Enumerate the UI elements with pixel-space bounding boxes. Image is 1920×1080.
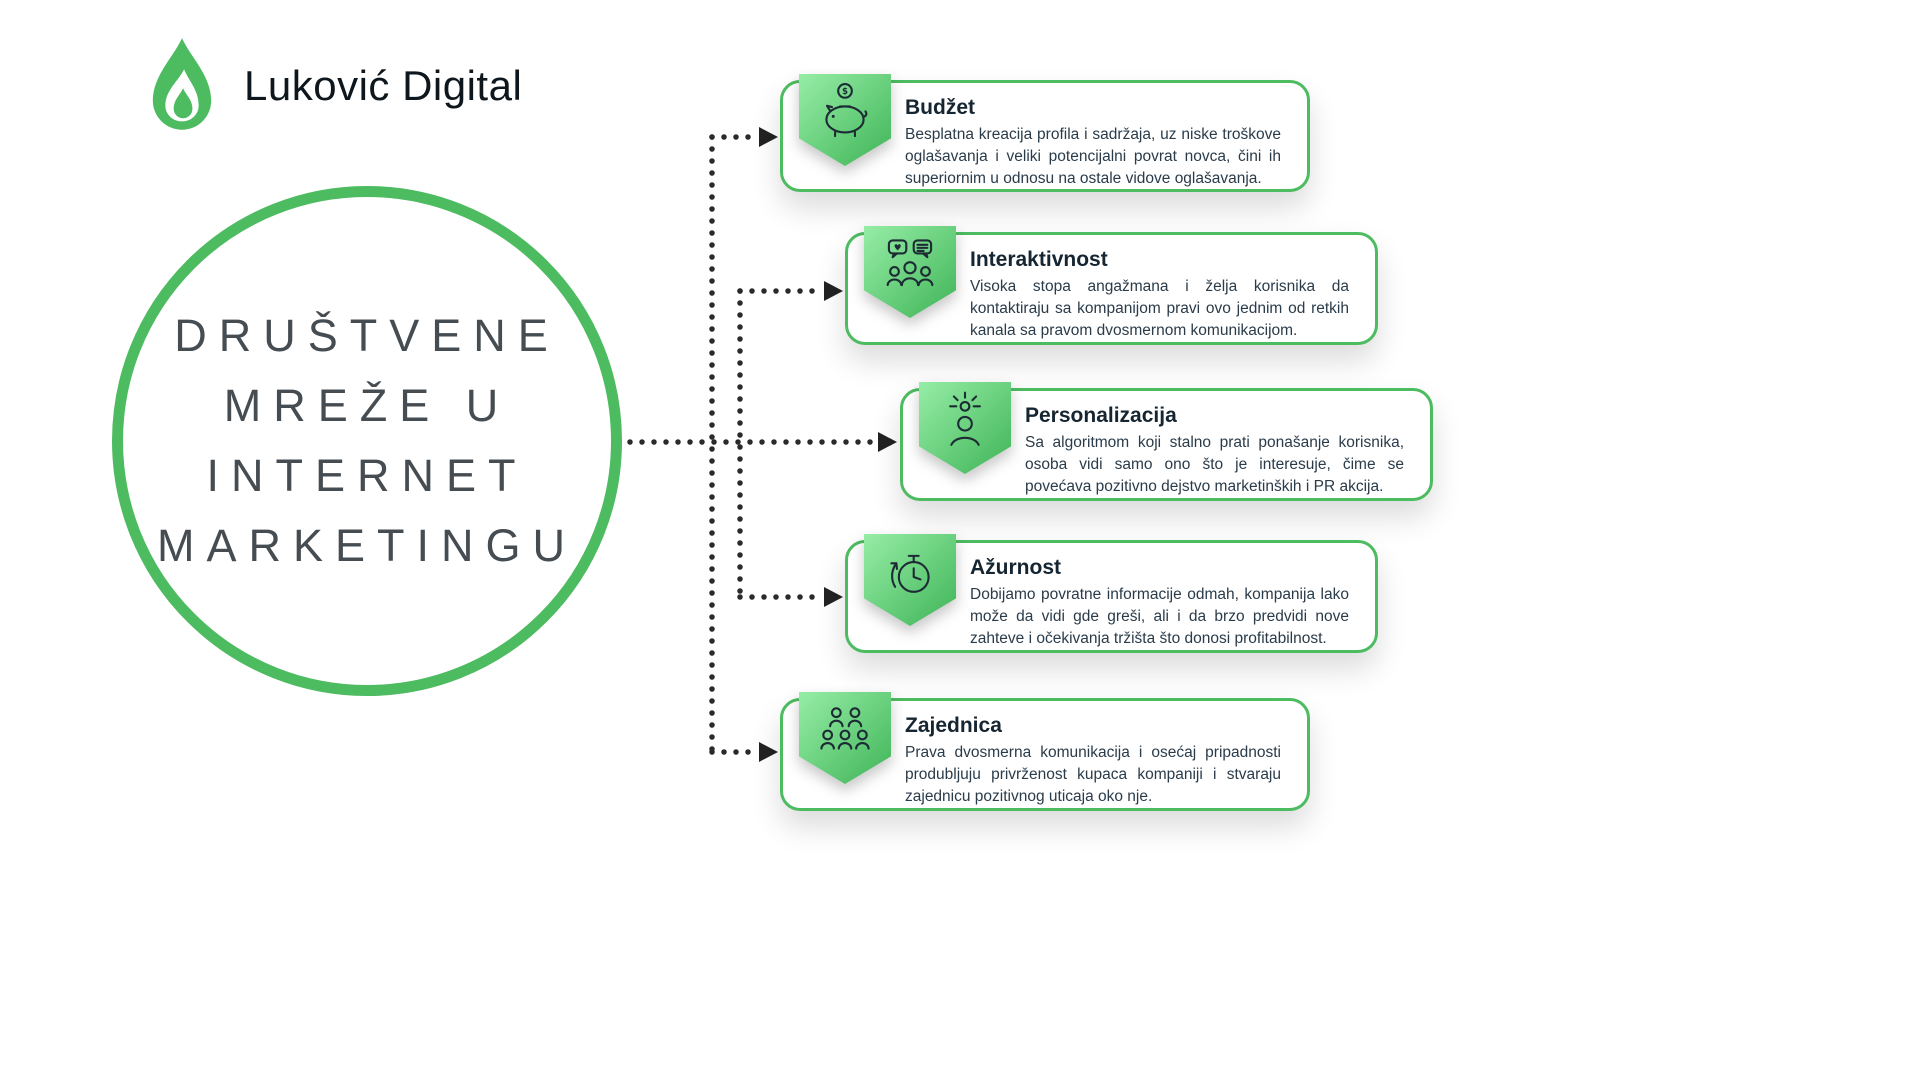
arrowhead [878, 432, 897, 452]
card-description: Sa algoritmom koji stalno prati ponašanj… [1025, 434, 1404, 496]
engagement-chat-icon: ♥ [886, 239, 934, 287]
card-title: Interaktivnost [970, 248, 1108, 271]
community-icon [820, 707, 870, 750]
card-description: Prava dvosmerna komunikacija i osećaj pr… [905, 744, 1281, 806]
badge: $ [799, 74, 891, 166]
central-topic-circle: DRUŠTVENE MREŽE U INTERNET MARKETINGU [112, 186, 622, 696]
circle-title-line: MREŽE U [223, 380, 511, 431]
circle-title-line: INTERNET [206, 450, 528, 501]
badge: ♥ [864, 226, 956, 318]
arrowhead [759, 127, 778, 147]
arrowhead [824, 587, 843, 607]
card-description: Visoka stopa angažmana i želja korisnika… [970, 278, 1349, 340]
badge [799, 692, 891, 784]
card-title: Ažurnost [970, 556, 1061, 579]
card-azurnost: Ažurnost Dobijamo povratne informacije o… [845, 534, 1378, 653]
card-title: Personalizacija [1025, 404, 1177, 427]
card-title: Zajednica [905, 714, 1002, 737]
card-budzet: $ Budžet Besplatna kreacija profila i sa… [780, 74, 1310, 192]
circle-title-line: MARKETINGU [156, 520, 577, 571]
svg-text:♥: ♥ [894, 243, 902, 253]
flame-icon [152, 38, 212, 130]
person-rays-icon [949, 391, 981, 446]
arrowhead [759, 742, 778, 762]
brand: Luković Digital [148, 36, 522, 136]
card-title: Budžet [905, 96, 975, 119]
stopwatch-icon [890, 554, 930, 593]
circle-title-line: DRUŠTVENE [174, 310, 560, 361]
badge [919, 382, 1011, 474]
card-zajednica: Zajednica Prava dvosmerna komunikacija i… [780, 692, 1310, 811]
card-description: Besplatna kreacija profila i sadržaja, u… [905, 126, 1281, 188]
piggy-bank-icon: $ [825, 83, 868, 138]
svg-text:$: $ [842, 87, 848, 97]
card-personalizacija: Personalizacija Sa algoritmom koji staln… [900, 382, 1433, 501]
arrowhead [824, 281, 843, 301]
card-description: Dobijamo povratne informacije odmah, kom… [970, 586, 1349, 648]
badge [864, 534, 956, 626]
brand-name: Luković Digital [244, 62, 523, 109]
card-interaktivnost: ♥ Interaktivnost Visoka stopa angažmana … [845, 226, 1378, 345]
